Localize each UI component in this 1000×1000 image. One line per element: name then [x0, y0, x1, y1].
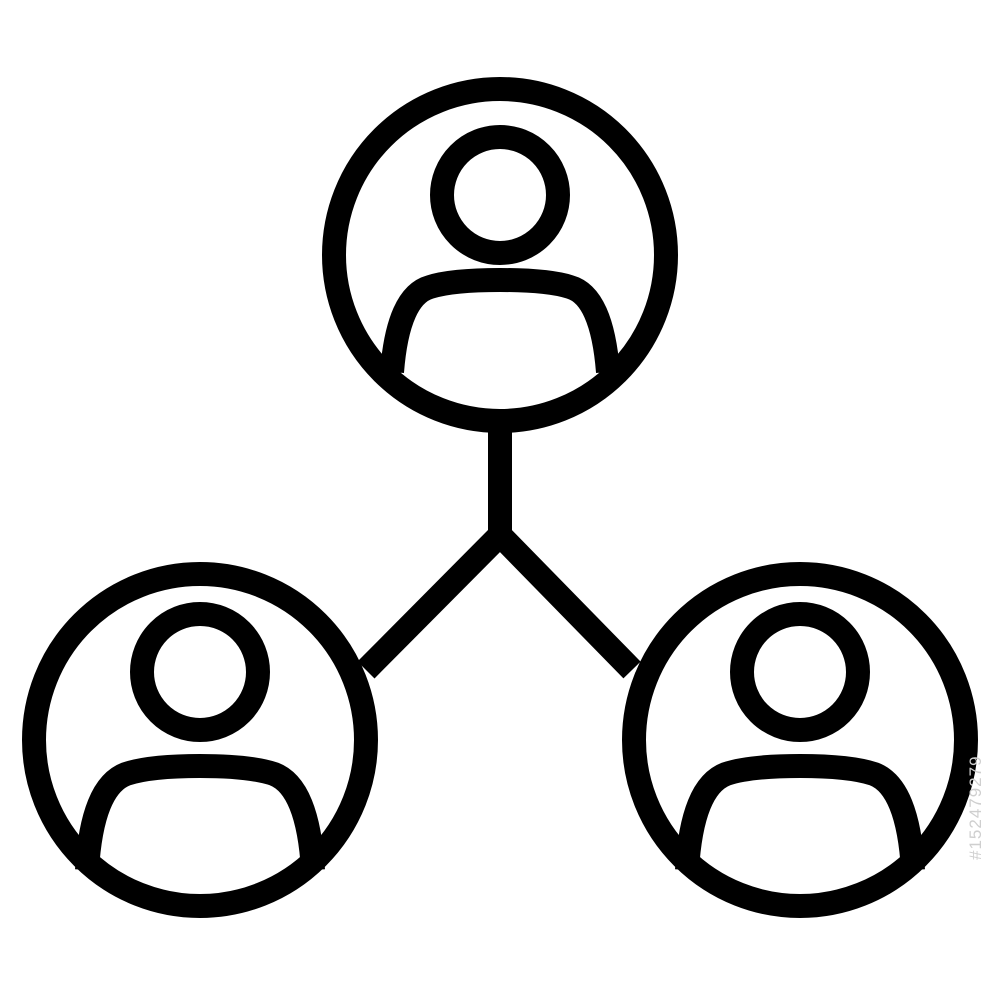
connector-left	[357, 526, 509, 679]
user-node-top	[322, 77, 678, 433]
node-circle	[22, 562, 378, 918]
stock-watermark-id: #152479279	[966, 755, 985, 860]
node-circle	[322, 77, 678, 433]
user-head-icon	[730, 602, 870, 742]
connector-lines	[357, 432, 641, 679]
user-body-icon	[380, 267, 620, 374]
connector-right	[491, 526, 641, 679]
node-circle	[622, 562, 978, 918]
user-body-icon	[675, 753, 925, 871]
user-head-icon	[130, 602, 270, 742]
user-body-icon	[75, 753, 325, 871]
user-node-right	[622, 562, 978, 918]
user-head-icon	[430, 125, 570, 265]
user-node-left	[22, 562, 378, 918]
